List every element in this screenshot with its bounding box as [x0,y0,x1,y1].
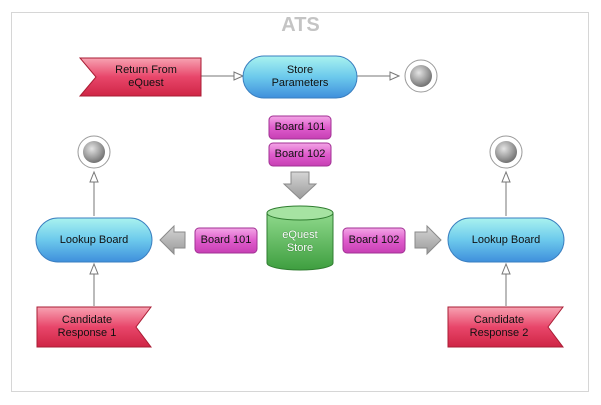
equest-store-label: eQuest Store [282,229,318,254]
end-node-top [404,59,438,93]
board-102-top-label: Board 102 [274,148,326,160]
lookup-board-left-process [35,217,153,263]
lookup-board-left-label: Lookup Board [59,233,129,246]
end-node-right [489,135,523,169]
gray-arrow-down [282,171,318,200]
lookup-board-right-process [447,217,565,263]
end-node-left [77,135,111,169]
lookup-board-right-label: Lookup Board [471,233,541,246]
candidate-response-1-label: Candidate Response 1 [57,314,117,339]
connector-candidate2-to-lookup [501,262,511,306]
equest-store-cylinder [266,205,334,271]
board-101-left-box [194,227,258,254]
candidate-response-2-flag [447,306,564,348]
gray-arrow-right [414,224,442,256]
candidate-response-1-flag [36,306,152,348]
connector-store-to-end [357,71,401,81]
board-102-right-label: Board 102 [348,234,400,246]
return-from-equest-label: Return From eQuest [115,64,177,89]
board-101-top-label: Board 101 [274,121,326,133]
board-101-left-label: Board 101 [200,234,252,246]
candidate-response-2-label: Candidate Response 2 [469,314,529,339]
diagram-title: ATS [281,14,320,36]
connector-left-lookup-to-end [89,170,99,216]
board-102-top-box [268,142,332,167]
board-102-right-box [342,227,406,254]
gray-arrow-left [159,224,186,256]
connector-return-to-store [201,71,245,81]
store-parameters-label: Store Parameters [271,64,329,89]
return-from-equest-flag [78,57,202,97]
store-parameters-process [242,55,358,99]
board-101-top-box [268,115,332,140]
connector-candidate1-to-lookup [89,262,99,306]
connector-right-lookup-to-end [501,170,511,216]
